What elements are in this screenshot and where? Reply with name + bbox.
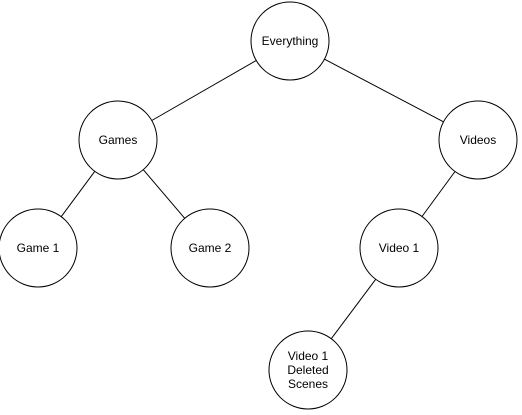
node-label-videos-line-0: Videos bbox=[460, 133, 496, 147]
node-label-video1deleted-line-2: Scenes bbox=[288, 377, 328, 391]
node-label-video1deleted-line-0: Video 1 bbox=[288, 349, 329, 363]
node-circle-everything bbox=[250, 1, 330, 81]
node-label-games-line-0: Games bbox=[99, 133, 138, 147]
node-label-everything-line-0: Everything bbox=[262, 34, 319, 48]
edge-games-to-game1 bbox=[60, 171, 96, 217]
node-label-video1-line-0: Video 1 bbox=[379, 241, 420, 255]
edge-everything-to-videos bbox=[324, 58, 444, 123]
edges-layer bbox=[60, 58, 456, 339]
node-games: Games bbox=[78, 100, 158, 180]
node-circle-games bbox=[78, 100, 158, 180]
edge-everything-to-games bbox=[151, 60, 257, 121]
node-circle-video1deleted bbox=[268, 330, 348, 410]
node-circle-game2 bbox=[170, 208, 250, 288]
node-circle-game1 bbox=[0, 208, 78, 288]
node-circle-video1 bbox=[359, 208, 439, 288]
edge-games-to-game2 bbox=[142, 169, 186, 219]
node-label-game1-line-0: Game 1 bbox=[17, 241, 60, 255]
node-game1: Game 1 bbox=[0, 208, 78, 288]
node-video1: Video 1 bbox=[359, 208, 439, 288]
node-game2: Game 2 bbox=[170, 208, 250, 288]
edge-video1-to-video1deleted bbox=[330, 279, 377, 339]
node-everything: Everything bbox=[250, 1, 330, 81]
node-videos: Videos bbox=[438, 100, 518, 180]
node-label-video1deleted-line-1: Deleted bbox=[287, 363, 328, 377]
edge-videos-to-video1 bbox=[421, 171, 456, 217]
node-circle-videos bbox=[438, 100, 518, 180]
node-label-game2-line-0: Game 2 bbox=[189, 241, 232, 255]
